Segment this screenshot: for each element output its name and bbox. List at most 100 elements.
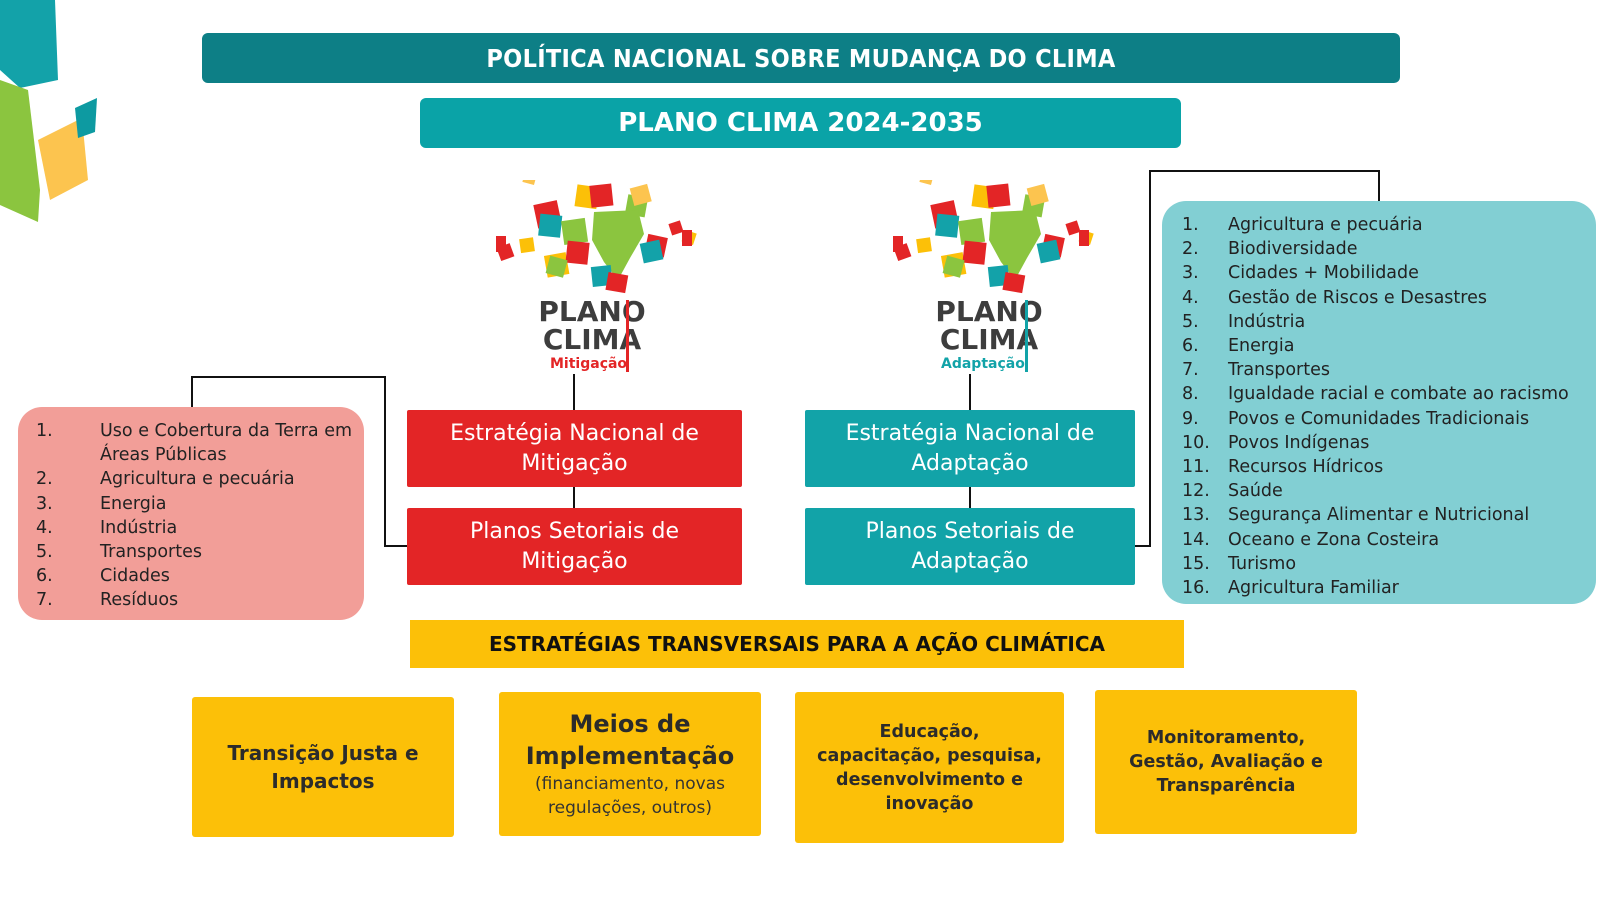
logo-accent-line [626,300,629,372]
list-item: 7.Resíduos [36,588,354,612]
logo-line1: PLANO [935,295,1043,328]
transversal-title: ESTRATÉGIAS TRANSVERSAIS PARA A AÇÃO CLI… [488,632,1106,656]
connector-line [969,486,971,508]
connector-line [191,376,386,378]
list-item: 11. Recursos Hídricos [1182,455,1588,479]
list-item: 3. Energia [36,492,354,516]
box-line: Transparência [1156,776,1296,796]
list-item: 7. Transportes [1182,358,1588,382]
list-number: 10. [1182,432,1210,453]
connector-line [384,376,386,547]
list-number: 13. [1182,505,1210,526]
plan-title-bar: PLANO CLIMA 2024-2035 [420,98,1181,148]
list-label: Turismo [1228,553,1297,574]
connector-line [573,374,575,410]
list-number: 14. [1182,529,1210,550]
logo-subtitle: Adaptação [941,356,1025,372]
list-number: 1. [1182,215,1199,235]
plano-clima-adaptacao-logo: PLANO CLIMA Adaptação [867,180,1127,380]
list-number: 1. [36,421,53,441]
list-label: Saúde [1228,481,1283,502]
list-item: 1.Agricultura e pecuária [1182,213,1588,237]
adaptation-sector-list: 1.Agricultura e pecuária 2.Biodiversidad… [1162,201,1596,604]
list-label: Transportes [1228,360,1331,381]
adaptation-strategy-box: Estratégia Nacional de Adaptação [805,410,1135,487]
list-label: Indústria [1228,311,1306,332]
list-item: 5.Indústria [1182,310,1588,334]
list-label: Biodiversidade [1228,239,1358,260]
box-line: Planos Setoriais de [469,518,679,544]
globe-icon [496,180,697,294]
connector-line [1378,170,1380,201]
list-number: 3. [36,493,53,514]
list-number: 3. [1182,263,1199,284]
box-line: Implementação [525,742,735,770]
list-label: Uso e Cobertura da Terra em [100,421,353,441]
box-line: Gestão, Avaliação e [1129,752,1323,772]
list-number: 5. [36,542,53,563]
monitoring-box: Monitoramento, Gestão, Avaliação e Trans… [1095,690,1357,834]
connector-line [1149,170,1151,547]
list-label: Gestão de Riscos e Desastres [1228,287,1487,308]
logo-line1: PLANO [538,295,646,328]
list-item: 3. Cidades + Mobilidade [1182,261,1588,285]
plan-title: PLANO CLIMA 2024-2035 [618,108,983,138]
list-number: 11. [1182,457,1210,478]
list-item: 8. Igualdade racial e combate ao racismo [1182,382,1588,406]
list-label: Energia [100,493,167,514]
list-item: 9.Povos e Comunidades Tradicionais [1182,407,1588,431]
list-item: Áreas Públicas [36,443,354,467]
box-line: Transição Justa e [227,741,419,765]
list-label: Indústria [100,517,178,538]
policy-title: POLÍTICA NACIONAL SOBRE MUDANÇA DO CLIMA [486,43,1116,73]
logo-text: PLANO CLIMA [512,298,672,354]
box-line: Adaptação [911,450,1029,476]
list-number: 16. [1182,578,1210,599]
connector-line [573,486,575,508]
list-label: Cidades + Mobilidade [1228,263,1419,284]
box-line: Educação, [879,721,980,742]
box-line: Impactos [271,769,375,793]
just-transition-box: Transição Justa e Impactos [192,697,454,837]
box-line: (financiamento, novas [535,774,725,794]
list-number: 7. [1182,360,1199,381]
list-label: Resíduos [100,590,179,611]
list-number: 2. [36,469,53,490]
adaptation-plans-box: Planos Setoriais de Adaptação [805,508,1135,585]
list-item: 16.Agricultura Familiar [1182,576,1588,600]
list-label: Recursos Hídricos [1228,457,1384,478]
list-item: 6.Cidades [36,564,354,588]
list-label: Povos Indígenas [1228,432,1370,453]
corner-decoration [0,0,97,222]
list-label: Igualdade racial e combate ao racismo [1228,384,1569,405]
connector-line [1149,170,1380,172]
mitigation-strategy-box: Estratégia Nacional de Mitigação [407,410,742,487]
box-line: Estratégia Nacional de [845,420,1095,446]
list-label: Cidades [100,566,170,587]
implementation-means-box: Meios de Implementação (financiamento, n… [499,692,761,836]
box-line: capacitação, pesquisa, [817,745,1042,766]
list-item: 12. Saúde [1182,479,1588,503]
list-number: 4. [1182,287,1199,308]
list-number: 9. [1182,408,1199,429]
box-line: Monitoramento, [1146,728,1306,748]
mitigation-sector-list: 1. Uso e Cobertura da Terra em Áreas Públ… [18,407,364,620]
list-item: 2. Agricultura e pecuária [36,467,354,491]
list-item: 10. Povos Indígenas [1182,431,1588,455]
list-number: 15. [1182,553,1210,574]
list-item: 13.Segurança Alimentar e Nutricional [1182,503,1588,527]
list-number [36,443,100,467]
globe-icon [893,180,1094,294]
connector-line [384,545,407,547]
list-item: 4.Indústria [36,516,354,540]
box-line: Adaptação [911,548,1029,574]
box-line: Mitigação [521,450,628,476]
list-item: 5. Transportes [36,540,354,564]
list-label: Agricultura e pecuária [100,469,295,490]
plano-clima-mitigacao-logo: PLANO CLIMA Mitigação [470,180,730,380]
list-label: Áreas Públicas [100,445,227,466]
list-number: 12. [1182,481,1210,502]
list-number: 8. [1182,384,1199,405]
list-number: 6. [1182,336,1199,357]
list-label: Transportes [100,542,203,563]
